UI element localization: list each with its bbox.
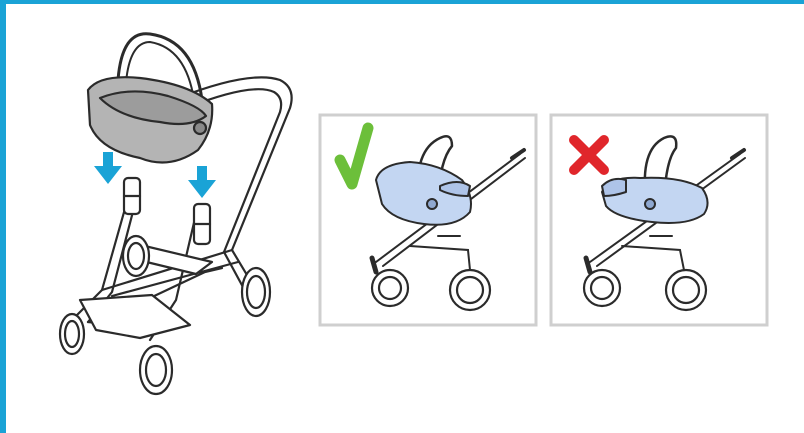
down-arrow-icon xyxy=(94,152,122,184)
car-seat-grey xyxy=(88,34,212,163)
panel-incorrect xyxy=(551,115,767,325)
panel-correct xyxy=(320,115,536,325)
down-arrow-icon xyxy=(188,166,216,198)
